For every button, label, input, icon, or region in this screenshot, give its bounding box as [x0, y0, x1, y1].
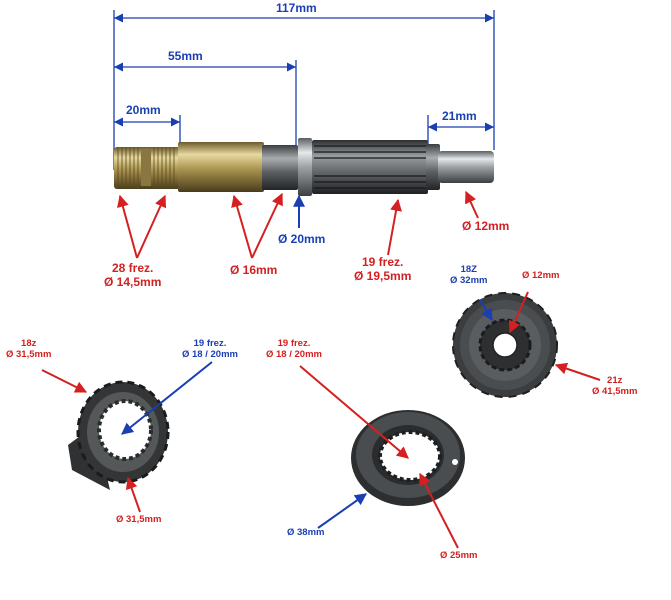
label-ratchet-splines: 19 frez. Ø 18 / 20mm — [182, 338, 238, 361]
label-ratchet-splines-diameter: Ø 18 / 20mm — [182, 348, 238, 360]
label-splines-28-count: 28 frez. — [112, 261, 154, 275]
label-gear-diameter-32: Ø 32mm — [450, 274, 488, 286]
label-splines-28: 28 frez. Ø 14,5mm — [104, 261, 162, 290]
label-ratchet-teeth-18z: 18z Ø 31,5mm — [6, 338, 52, 361]
dimension-20mm: 20mm — [126, 103, 161, 117]
washer-arrows — [299, 365, 459, 549]
label-splines-19: 19 frez. Ø 19,5mm — [354, 255, 412, 284]
dimension-21mm: 21mm — [442, 109, 477, 123]
shaft — [114, 138, 494, 196]
dimension-lines — [113, 10, 495, 170]
shaft-arrows — [117, 190, 479, 259]
label-ratchet-bottom-diameter: Ø 31,5mm — [116, 514, 162, 525]
dimension-117mm: 117mm — [276, 1, 317, 15]
label-gear-diameter-41-5: Ø 41,5mm — [592, 385, 638, 397]
label-washer-splines: 19 frez. Ø 18 / 20mm — [266, 338, 322, 361]
label-splines-19-count: 19 frez. — [362, 255, 404, 269]
label-washer-splines-diameter: Ø 18 / 20mm — [266, 348, 322, 360]
label-ratchet-splines-count: 19 frez. — [193, 338, 227, 349]
label-ratchet-outer-diameter: Ø 31,5mm — [6, 348, 52, 360]
label-gear-teeth-18z-count: 18Z — [460, 264, 477, 275]
label-splines-28-diameter: Ø 14,5mm — [104, 274, 162, 289]
label-washer-outer-diameter: Ø 38mm — [287, 527, 325, 538]
label-washer-splines-count: 19 frez. — [277, 338, 311, 349]
ratchet-arrows — [41, 361, 213, 513]
label-gear-bore-12: Ø 12mm — [522, 270, 560, 281]
label-gear-teeth-21z: 21z Ø 41,5mm — [592, 375, 638, 398]
label-diameter-16: Ø 16mm — [230, 263, 278, 277]
label-gear-teeth-18z: 18Z Ø 32mm — [450, 264, 488, 287]
dimension-55mm: 55mm — [168, 49, 203, 63]
label-splines-19-diameter: Ø 19,5mm — [354, 268, 412, 283]
label-washer-inner-diameter: Ø 25mm — [440, 550, 478, 561]
label-ratchet-teeth-count: 18z — [21, 338, 37, 349]
ratchet — [68, 380, 170, 490]
label-diameter-20: Ø 20mm — [278, 232, 326, 246]
label-gear-teeth-21z-count: 21z — [607, 375, 623, 386]
label-diameter-12: Ø 12mm — [462, 219, 510, 233]
gear-arrows — [479, 291, 601, 381]
gear-21z — [452, 292, 558, 398]
